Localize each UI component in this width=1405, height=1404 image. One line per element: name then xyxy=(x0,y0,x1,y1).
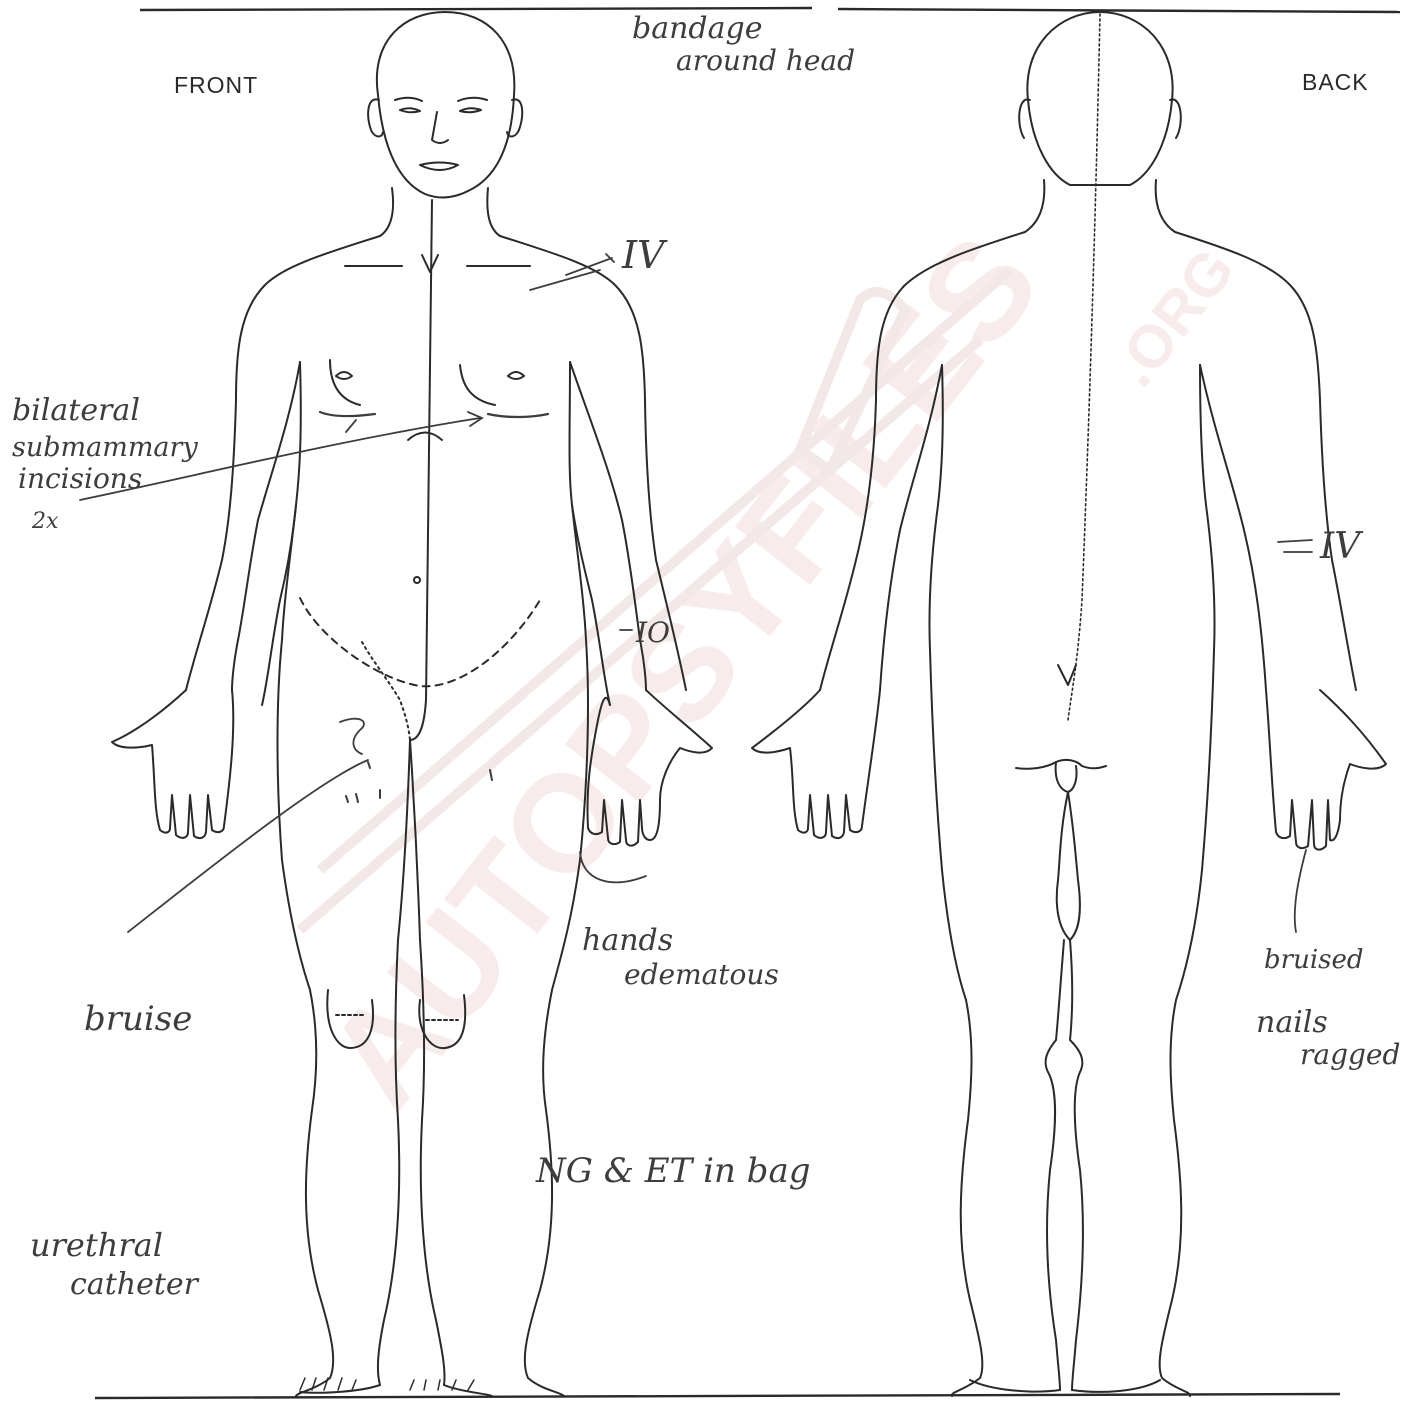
annotation-bruised: bruised xyxy=(1264,945,1364,975)
annotation-incisions-line2: submammary xyxy=(12,432,198,463)
annotation-hands-line1: hands xyxy=(582,923,673,958)
annotation-catheter-line1: urethral xyxy=(30,1226,163,1264)
watermark-suffix: .ORG xyxy=(1100,236,1247,398)
annotation-nails-line1: nails xyxy=(1256,1005,1328,1040)
annotation-incisions-count: 2x xyxy=(31,509,59,534)
annotation-head-line2: around head xyxy=(676,44,855,77)
annotation-ng-et: NG & ET in bag xyxy=(535,1151,810,1191)
annotation-head-line1: bandage xyxy=(632,11,762,46)
back-figure xyxy=(752,12,1386,1396)
annotation-hands-line2: edematous xyxy=(624,958,779,991)
annotation-incisions-line1: bilateral xyxy=(12,393,140,428)
annotation-iv-chest: IV xyxy=(621,233,668,277)
annotation-nails-line2: ragged xyxy=(1300,1038,1400,1071)
annotation-catheter-line2: catheter xyxy=(70,1267,200,1302)
annotation-bruise: bruise xyxy=(84,999,192,1039)
front-label: FRONT xyxy=(174,72,258,98)
back-head xyxy=(1027,12,1172,185)
back-label: BACK xyxy=(1302,69,1369,95)
annotation-iv-back: IV xyxy=(1319,526,1364,567)
annotation-io: IO xyxy=(635,616,670,649)
watermark: AUTOPSYFILES .ORG xyxy=(297,208,1247,1135)
